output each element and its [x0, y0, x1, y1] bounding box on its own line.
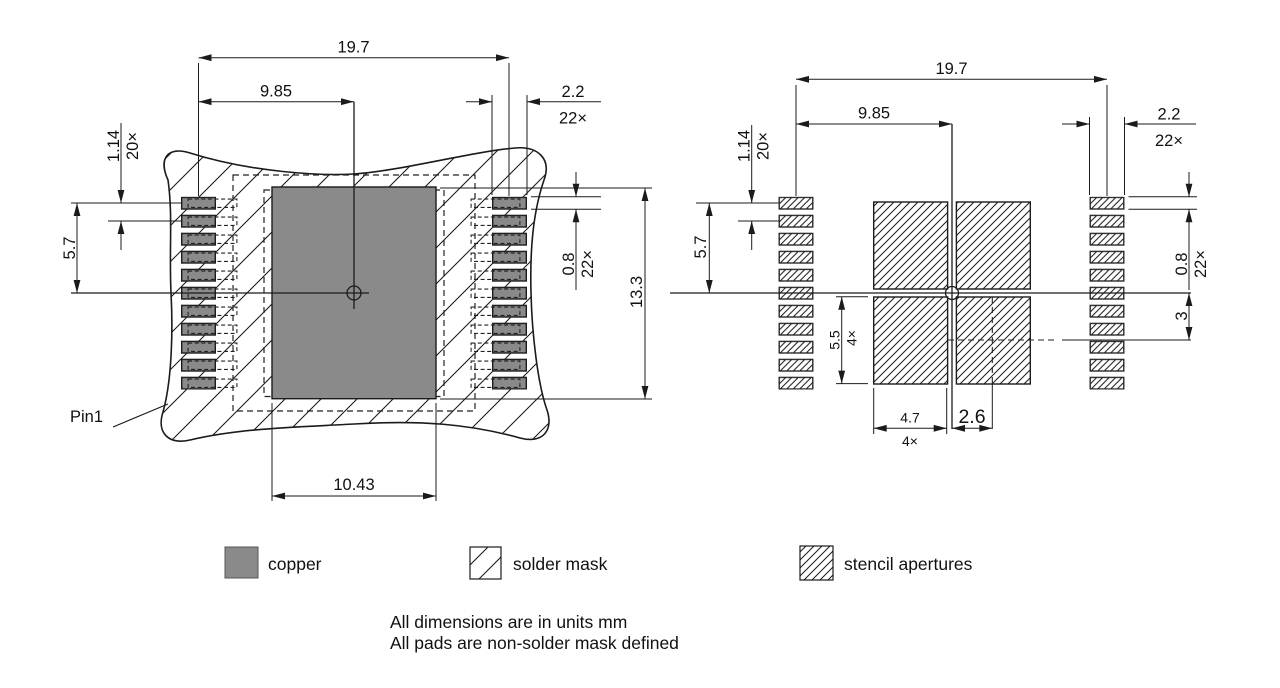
dim-pad-pitch [71, 123, 181, 250]
dim-overall-span-label: 19.7 [337, 39, 369, 57]
left-footprint-view: 19.7 9.85 2.2 22× 1.14 20× [61, 39, 652, 501]
legend-copper-swatch [224, 546, 259, 579]
dim-aperture-offset-y [1062, 293, 1191, 341]
dim-pad-pitch-r-label: 1.14 [736, 130, 754, 162]
dim-aperture-width-label: 4.7 [900, 410, 920, 426]
dim-pad-width-label: 2.2 [562, 83, 585, 101]
dim-row-half-span-label: 5.7 [61, 237, 79, 260]
dim-pad-height-r-count: 22× [1192, 250, 1210, 278]
dim-pad-width-count: 22× [559, 110, 587, 128]
dim-copper-width-label: 10.43 [333, 476, 374, 494]
legend-solder-mask-label: solder mask [513, 554, 608, 574]
dim-half-span-r-label: 9.85 [858, 105, 890, 123]
dim-pad-width-r-count: 22× [1155, 132, 1183, 150]
right-stencil-view: 19.7 9.85 2.2 22× 1.14 20× 5.7 [670, 60, 1210, 449]
dim-aperture-height [836, 296, 868, 385]
legend-copper-label: copper [268, 554, 322, 574]
legend-solder-mask-swatch [469, 546, 502, 580]
dim-pad-width-r-label: 2.2 [1158, 106, 1181, 124]
thermal-apertures [873, 201, 1032, 385]
lead-outlines-right [470, 198, 521, 388]
drawing-notes: All dimensions are in units mm All pads … [390, 612, 679, 653]
dim-overall-span-r [795, 78, 1108, 196]
dim-pad-height-label: 0.8 [560, 253, 578, 276]
aperture-center-cross [948, 297, 1058, 384]
note-units: All dimensions are in units mm [390, 612, 627, 632]
dim-row-half-span-r-label: 5.7 [692, 236, 710, 259]
dim-pad-height-r-label: 0.8 [1173, 253, 1191, 276]
note-mask-defined: All pads are non-solder mask defined [390, 633, 679, 653]
dim-copper-height-label: 13.3 [628, 276, 646, 308]
dim-pad-width [466, 95, 601, 195]
dim-aperture-width-count: 4× [902, 433, 918, 449]
center-lines [670, 124, 1191, 429]
dim-copper-height [440, 187, 652, 400]
dim-overall-span-r-label: 19.7 [935, 60, 967, 78]
dim-copper-width [271, 403, 437, 501]
dim-pad-height-count: 22× [579, 250, 597, 278]
legend-stencil-label: stencil apertures [844, 554, 973, 574]
center-mark [71, 101, 369, 309]
dim-pad-width-r [1062, 117, 1196, 195]
dim-aperture-height-count: 4× [844, 330, 860, 346]
dim-pad-pitch-r-count: 20× [755, 132, 773, 160]
dim-aperture-offset-x-label: 2.6 [958, 406, 985, 428]
legend: copper solder mask stencil apertures [224, 545, 973, 581]
dim-aperture-height-label: 5.5 [827, 330, 843, 350]
dim-aperture-offset-y-label: 3 [1173, 311, 1191, 320]
pin1-leader-line [112, 403, 169, 428]
pin1-label: Pin1 [70, 408, 103, 426]
legend-stencil-swatch [799, 545, 834, 581]
dim-half-span-label: 9.85 [260, 83, 292, 101]
dim-pad-pitch-count: 20× [124, 132, 142, 160]
dim-overall-span [198, 57, 510, 196]
dim-pad-pitch-label: 1.14 [105, 130, 123, 162]
